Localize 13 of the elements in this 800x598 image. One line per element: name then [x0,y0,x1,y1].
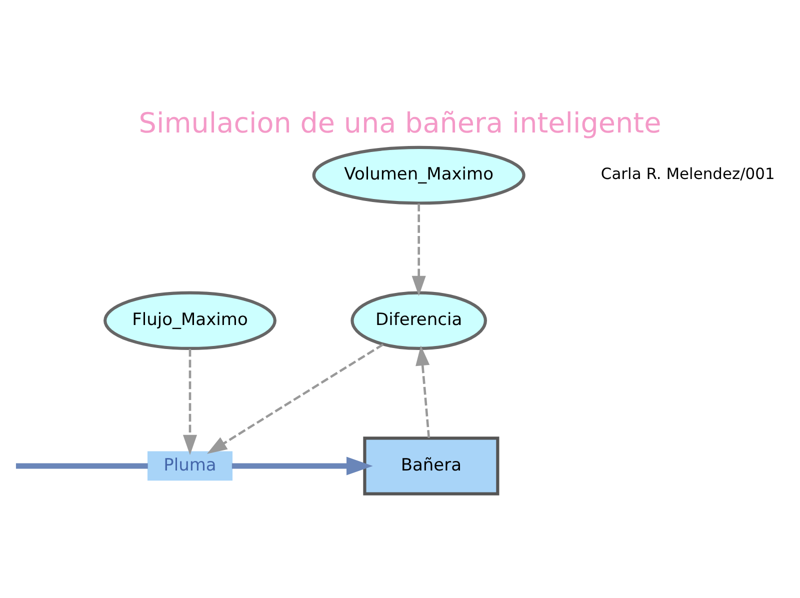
arrow [206,343,384,454]
diagram-title: Simulacion de una bañera inteligente [138,106,662,140]
arrow [232,456,373,476]
connector [16,463,148,469]
node-box: Bañera [363,436,500,496]
arrow [182,348,198,455]
arrow [416,345,430,438]
node-ellipse: Volumen_Maximo [312,146,526,205]
node-ellipse: Diferencia [350,291,487,350]
arrow [412,204,426,296]
node-box: Pluma [147,451,233,481]
node-ellipse: Flujo_Maximo [104,291,276,350]
label: Carla R. Melendez/001 [600,165,775,184]
